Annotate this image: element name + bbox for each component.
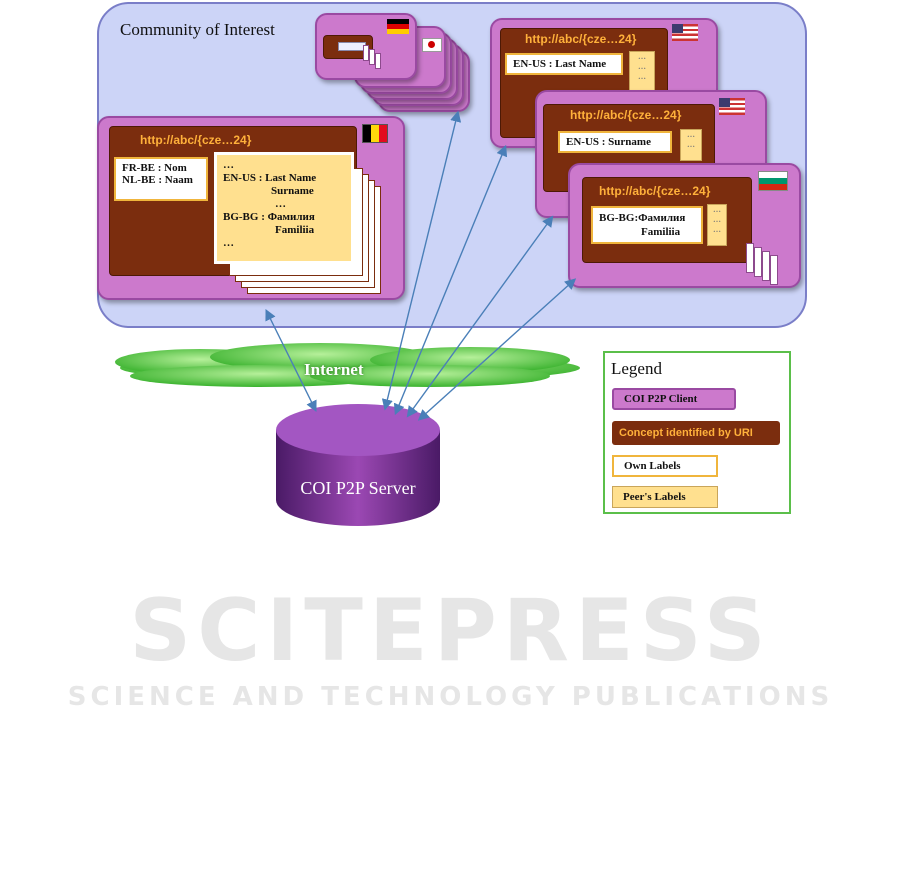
peer-line: Surname — [271, 185, 314, 197]
own-label-nl: NL-BE : Naam — [122, 174, 193, 186]
connection-arrows — [265, 110, 577, 421]
server-label: COI P2P Server — [300, 478, 416, 498]
peer-labels-box: … EN-US : Last Name Surname … BG-BG : Фа… — [214, 152, 354, 264]
japan-flag-icon — [422, 38, 442, 52]
peer-line: BG-BG : Фамилия — [223, 211, 315, 223]
peer-line: … — [275, 198, 286, 210]
legend-label: COI P2P Client — [624, 393, 698, 405]
own-labels-box: FR-BE : Nom NL-BE : Naam — [114, 157, 208, 201]
peer-labels-box: …… — [680, 129, 702, 161]
stack-card — [754, 247, 762, 277]
server-cylinder — [276, 404, 440, 526]
own-label-line: Familiia — [641, 226, 681, 238]
own-label-line: BG-BG:Фамилия — [599, 212, 686, 224]
bulgaria-client: http://abc/{cze…24} BG-BG:Фамилия Famili… — [568, 163, 801, 288]
us-flag-icon — [719, 98, 745, 115]
peer-labels-box: ……… — [629, 51, 655, 91]
stack-card — [746, 243, 754, 273]
legend-item-concept: Concept identified by URI — [612, 421, 780, 445]
arrow-bulgaria — [417, 278, 577, 421]
publisher-watermark: SCITEPRESS SCIENCE AND TECHNOLOGY PUBLIC… — [0, 588, 901, 712]
legend-label: Own Labels — [624, 460, 681, 472]
concept-uri: http://abc/{cze…24} — [570, 108, 682, 122]
watermark-sub-text: SCIENCE AND TECHNOLOGY PUBLICATIONS — [67, 682, 834, 712]
network-layer — [115, 110, 580, 526]
stack-card — [770, 255, 778, 285]
own-label-box: EN-US : Last Name — [505, 53, 623, 75]
legend-label: Peer's Labels — [623, 491, 686, 503]
peer-line: Familiia — [275, 224, 315, 236]
legend-label: Concept identified by URI — [619, 427, 753, 439]
stack-card — [762, 251, 770, 281]
stack-card — [375, 53, 381, 69]
us-flag-icon — [672, 24, 698, 41]
legend-item-client: COI P2P Client — [612, 388, 736, 410]
community-title: Community of Interest — [120, 20, 275, 39]
internet-label: Internet — [304, 360, 364, 379]
peer-line: … — [223, 159, 234, 171]
bulgaria-concept: http://abc/{cze…24} BG-BG:Фамилия Famili… — [582, 177, 752, 263]
concept-uri: http://abc/{cze…24} — [525, 32, 637, 46]
germany-flag-icon — [387, 19, 409, 34]
belgium-client: http://abc/{cze…24} FR-BE : Nom NL-BE : … — [97, 116, 405, 300]
legend-item-peer-labels: Peer's Labels — [612, 486, 718, 508]
arrow-belgium — [265, 308, 317, 413]
concept-uri: http://abc/{cze…24} — [140, 133, 252, 147]
legend-title: Legend — [611, 359, 662, 378]
stack-card — [369, 49, 375, 65]
peer-line: … — [223, 237, 234, 249]
watermark-main-text: SCITEPRESS — [129, 581, 772, 681]
bulgaria-flag-icon — [758, 171, 788, 191]
peer-labels-box: ……… — [707, 204, 727, 246]
own-label-fr: FR-BE : Nom — [122, 162, 187, 174]
own-label-box: BG-BG:Фамилия Familiia — [591, 206, 703, 244]
concept-uri: http://abc/{cze…24} — [599, 184, 711, 198]
legend-item-own-labels: Own Labels — [612, 455, 718, 477]
stack-card — [363, 45, 369, 61]
own-label-box: EN-US : Surname — [558, 131, 672, 153]
peer-line: EN-US : Last Name — [223, 172, 317, 184]
germany-client — [315, 13, 417, 80]
